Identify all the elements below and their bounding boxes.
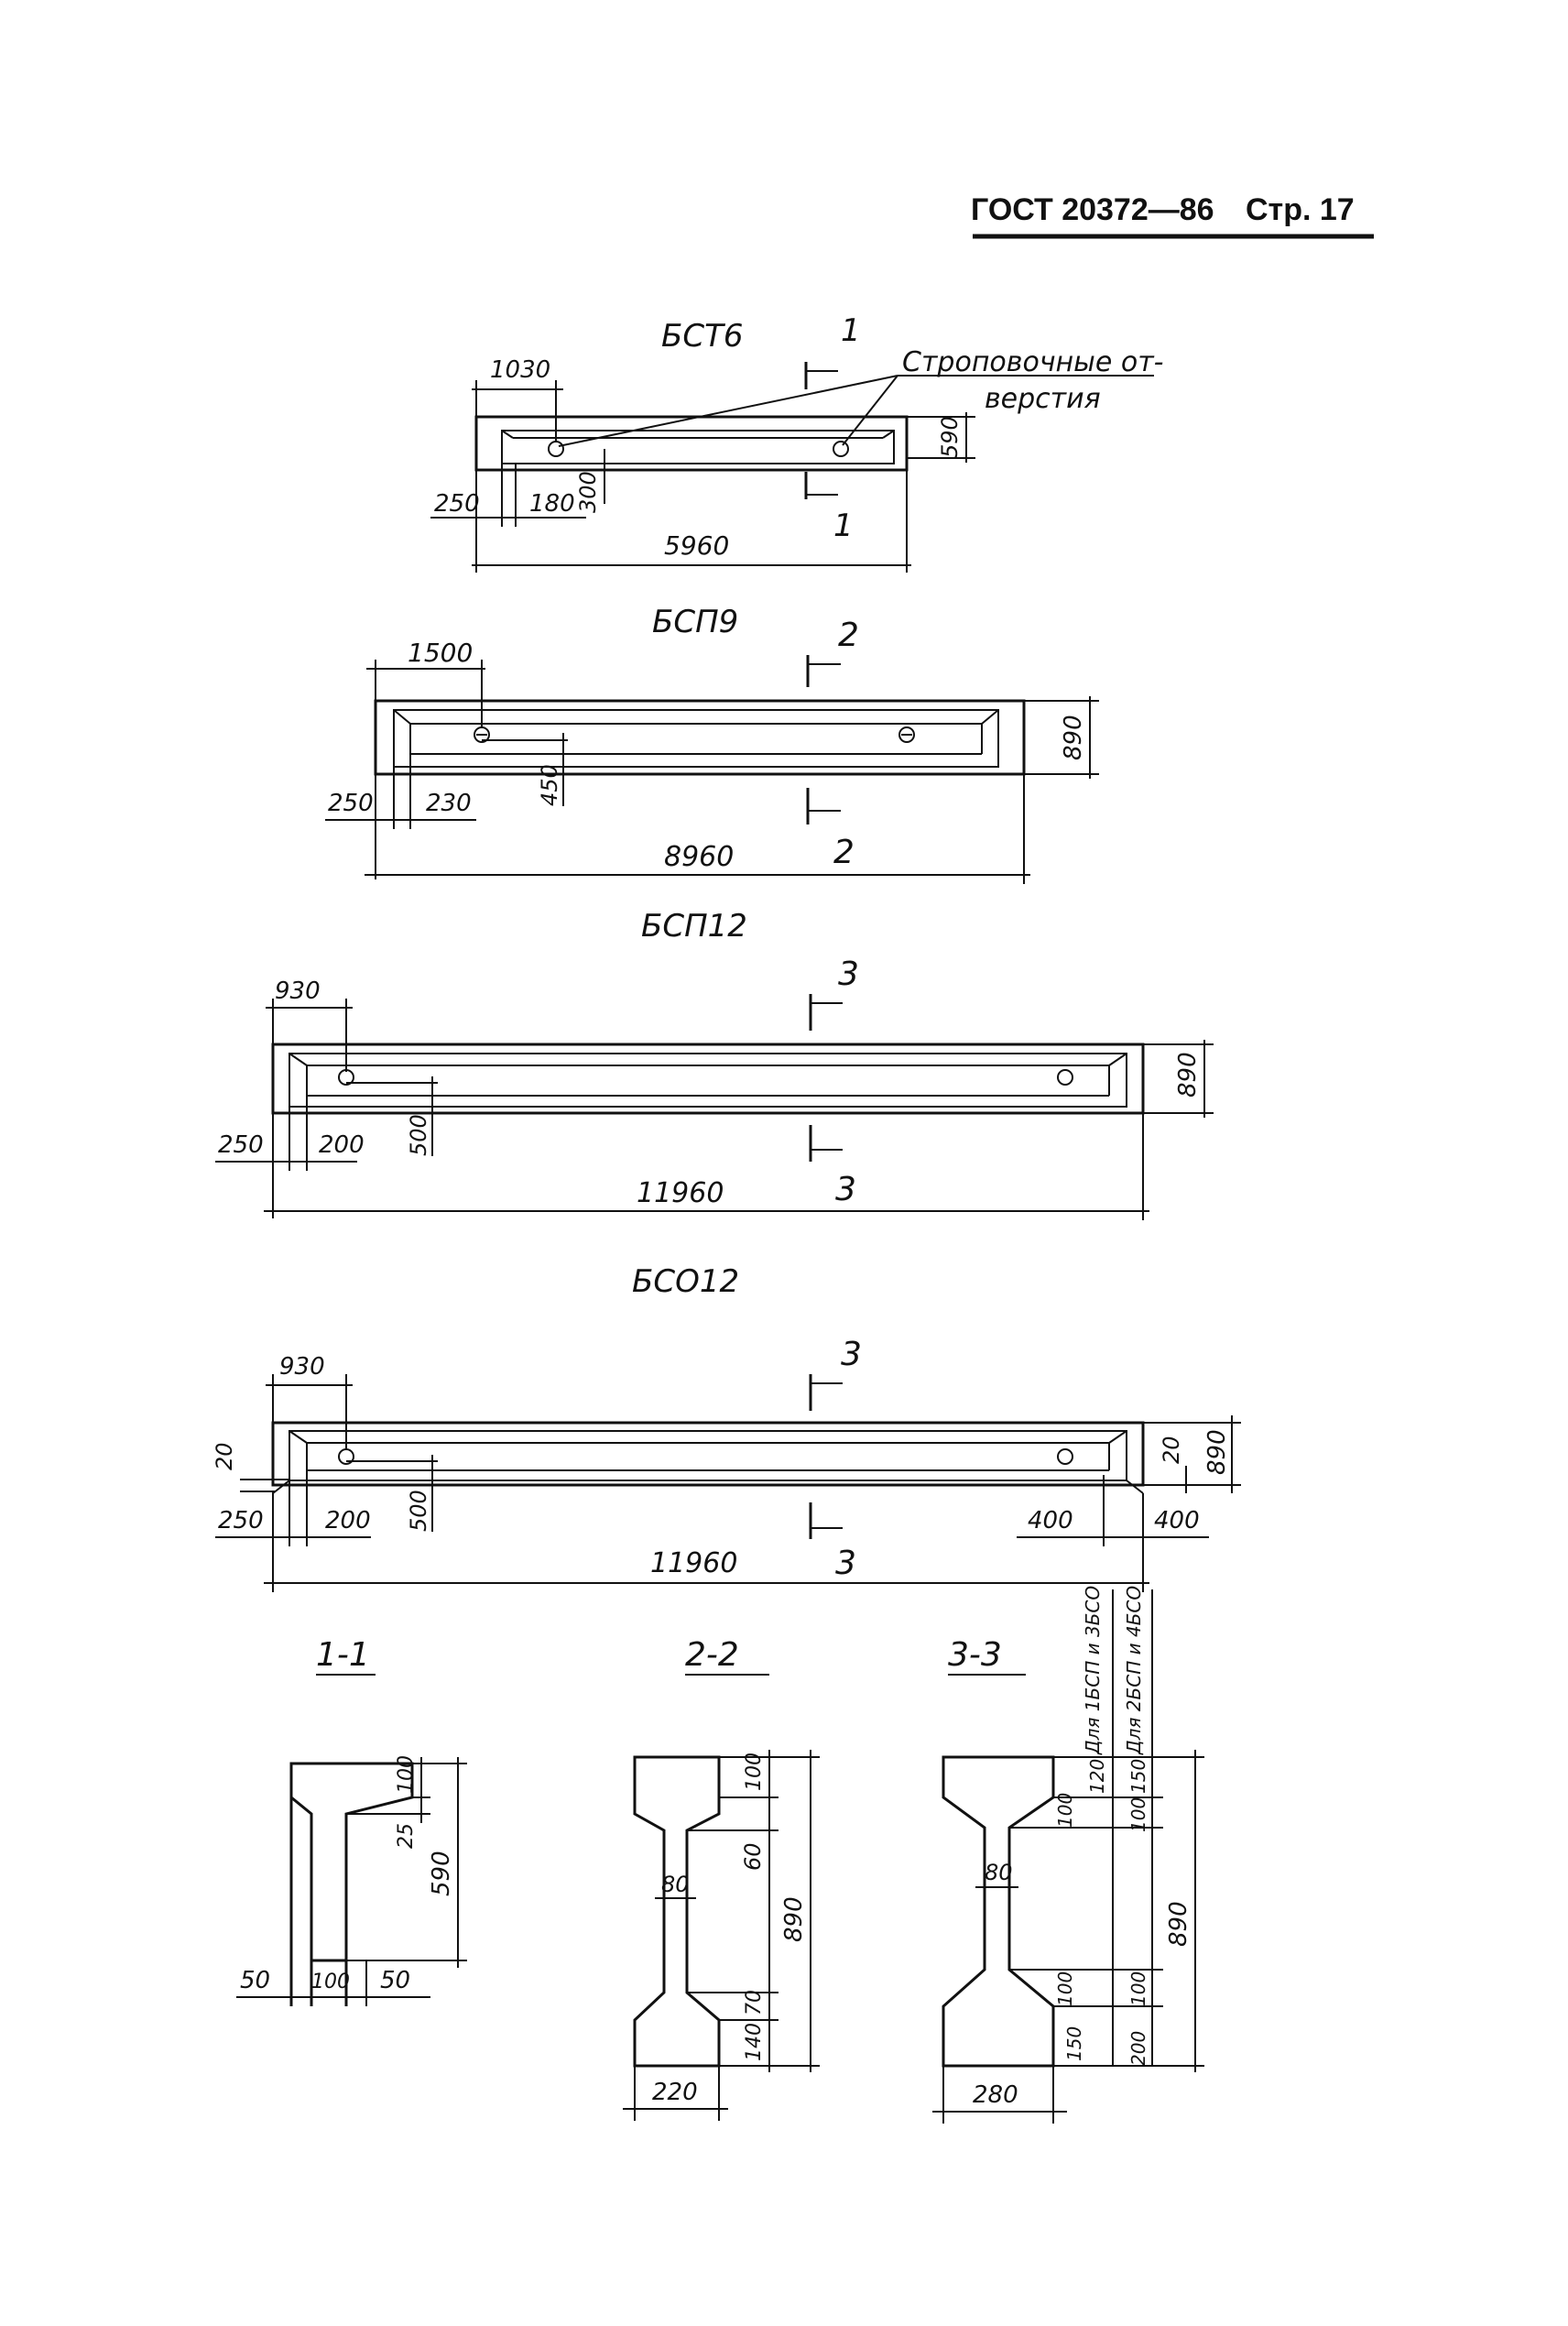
bst6-recess bbox=[501, 430, 895, 464]
diagram-bso12: БСО12 3 3 930 20 20 890 bbox=[212, 1263, 1241, 1592]
diagram-bsp9: БСП9 2 2 1500 890 450 bbox=[325, 604, 1099, 884]
section-3-3-dim-120: 120 bbox=[1086, 1759, 1108, 1794]
bso12-dim-11960: 11960 bbox=[650, 1547, 737, 1579]
section-2-2-profile bbox=[633, 1755, 721, 2068]
bsp9-dim-8960: 8960 bbox=[664, 841, 734, 873]
bst6-section-bottom: 1 bbox=[833, 508, 854, 544]
bsp9-outline bbox=[374, 699, 1026, 776]
bso12-dim-20-left: 20 bbox=[212, 1442, 237, 1470]
section-2-2-dim-60: 60 bbox=[740, 1842, 766, 1871]
bsp12-outline bbox=[271, 1043, 1145, 1115]
section-3-3-dim-150-top: 150 bbox=[1127, 1759, 1149, 1794]
bsp9-hole-right bbox=[898, 726, 915, 743]
bst6-dim-590: 590 bbox=[937, 416, 963, 458]
section-2-2-dim-70: 70 bbox=[743, 1990, 766, 2015]
bst6-hole-right bbox=[833, 441, 849, 457]
bso12-section-bottom: 3 bbox=[835, 1545, 856, 1582]
bso12-title: БСО12 bbox=[632, 1263, 739, 1300]
section-3-3-dim-100-b: 100 bbox=[1127, 1797, 1149, 1832]
section-3-3-label-a: Для 1БСП и 3БСО bbox=[1082, 1586, 1104, 1755]
bst6-title: БСТ6 bbox=[661, 318, 743, 355]
section-3-3-dim-100-c: 100 bbox=[1054, 1971, 1076, 2006]
section-3-3-dim-100-d: 100 bbox=[1127, 1971, 1149, 2006]
bso12-dim-500: 500 bbox=[406, 1490, 431, 1532]
section-2-2-dim-100: 100 bbox=[743, 1753, 766, 1791]
bsp12-dim-11960: 11960 bbox=[637, 1177, 724, 1209]
bst6-outline bbox=[474, 415, 909, 472]
bst6-dim-1030: 1030 bbox=[490, 356, 550, 384]
section-2-2-title: 2-2 bbox=[685, 1636, 739, 1674]
bso12-hole-right bbox=[1057, 1448, 1073, 1465]
bsp9-recess bbox=[393, 709, 999, 768]
section-3-3-dim-890: 890 bbox=[1165, 1901, 1192, 1947]
bso12-dim-930: 930 bbox=[279, 1353, 325, 1381]
page-header: ГОСТ 20372—86 Стр. 17 bbox=[971, 192, 1374, 239]
section-1-1-title: 1-1 bbox=[316, 1636, 370, 1674]
bso12-outline bbox=[271, 1421, 1145, 1487]
bso12-dim-400-inner: 400 bbox=[1028, 1507, 1073, 1534]
bsp9-dim-250: 250 bbox=[328, 790, 374, 817]
section-2-2-dim-140: 140 bbox=[743, 2023, 766, 2061]
bsp12-dim-200: 200 bbox=[319, 1131, 365, 1159]
bso12-dim-20-right: 20 bbox=[1159, 1436, 1184, 1464]
section-2-2: 2-2 100 60 80 890 70 140 220 bbox=[623, 1636, 820, 2121]
bst6-note-line1: Строповочные от- bbox=[902, 346, 1164, 378]
bsp12-title: БСП12 bbox=[641, 908, 747, 945]
bsp12-dim-890: 890 bbox=[1174, 1052, 1202, 1097]
bso12-dim-890: 890 bbox=[1203, 1429, 1231, 1475]
section-1-1-dim-590: 590 bbox=[428, 1851, 455, 1896]
bsp9-dim-1500: 1500 bbox=[408, 638, 473, 668]
section-3-3: 3-3 Для 1БСП и 3БСО Для 2БСП и 4БСО 120 … bbox=[932, 1586, 1204, 2124]
bst6-hole-left bbox=[548, 441, 564, 457]
bsp9-dim-450: 450 bbox=[537, 764, 562, 806]
bsp12-dim-930: 930 bbox=[275, 977, 321, 1005]
section-2-2-dim-220: 220 bbox=[652, 2079, 698, 2106]
bso12-recess bbox=[289, 1430, 1127, 1481]
section-3-3-dim-100-a: 100 bbox=[1054, 1793, 1076, 1828]
bso12-dim-200: 200 bbox=[325, 1507, 371, 1534]
bsp9-section-bottom: 2 bbox=[833, 834, 855, 871]
bsp12-dim-250: 250 bbox=[218, 1131, 264, 1159]
section-3-3-profile bbox=[942, 1755, 1055, 2068]
bst6-dim-180: 180 bbox=[529, 490, 575, 518]
section-1-1: 1-1 100 25 590 50 100 50 bbox=[236, 1636, 467, 2006]
bst6-note-line2: верстия bbox=[985, 383, 1101, 415]
section-3-3-title: 3-3 bbox=[948, 1636, 1002, 1674]
section-1-1-dim-100-bottom: 100 bbox=[311, 1971, 350, 1993]
section-3-3-dim-150-bottom: 150 bbox=[1063, 2026, 1085, 2061]
bst6-dim-250: 250 bbox=[434, 490, 480, 518]
bsp9-section-top: 2 bbox=[838, 617, 859, 654]
section-3-3-dim-200: 200 bbox=[1127, 2031, 1149, 2066]
standard-number: ГОСТ 20372—86 bbox=[971, 192, 1214, 227]
bsp9-dim-230: 230 bbox=[426, 790, 472, 817]
bsp12-section-top: 3 bbox=[838, 956, 859, 993]
diagram-bsp12: БСП12 3 3 930 890 500 bbox=[215, 908, 1214, 1220]
bso12-section-top: 3 bbox=[841, 1336, 862, 1373]
section-1-1-dim-25: 25 bbox=[395, 1823, 418, 1849]
section-2-2-dim-80: 80 bbox=[661, 1872, 690, 1897]
section-3-3-dim-280: 280 bbox=[973, 2081, 1018, 2109]
section-1-1-dim-50-right: 50 bbox=[380, 1967, 410, 1994]
section-1-1-dim-50-left: 50 bbox=[240, 1967, 270, 1994]
bso12-dim-400-outer: 400 bbox=[1154, 1507, 1200, 1534]
bsp9-title: БСП9 bbox=[652, 604, 738, 640]
section-3-3-label-b: Для 2БСП и 4БСО bbox=[1123, 1586, 1145, 1755]
section-3-3-dim-80: 80 bbox=[985, 1860, 1013, 1885]
bst6-section-top: 1 bbox=[841, 312, 861, 349]
diagram-bst6: БСТ6 Строповочные от- верстия 1 1 1030 5… bbox=[430, 312, 1164, 573]
bsp12-hole-right bbox=[1057, 1069, 1073, 1086]
bso12-dim-250: 250 bbox=[218, 1507, 264, 1534]
bsp12-recess bbox=[289, 1053, 1127, 1108]
bst6-dim-5960: 5960 bbox=[664, 530, 729, 561]
section-1-1-dim-100: 100 bbox=[395, 1755, 418, 1794]
page-label: Стр. 17 bbox=[1246, 192, 1355, 227]
bsp9-dim-890: 890 bbox=[1060, 715, 1087, 760]
bst6-dim-300: 300 bbox=[575, 471, 601, 513]
bsp12-section-bottom: 3 bbox=[835, 1171, 856, 1208]
section-2-2-dim-890: 890 bbox=[780, 1896, 808, 1942]
bsp12-dim-500: 500 bbox=[406, 1114, 431, 1156]
